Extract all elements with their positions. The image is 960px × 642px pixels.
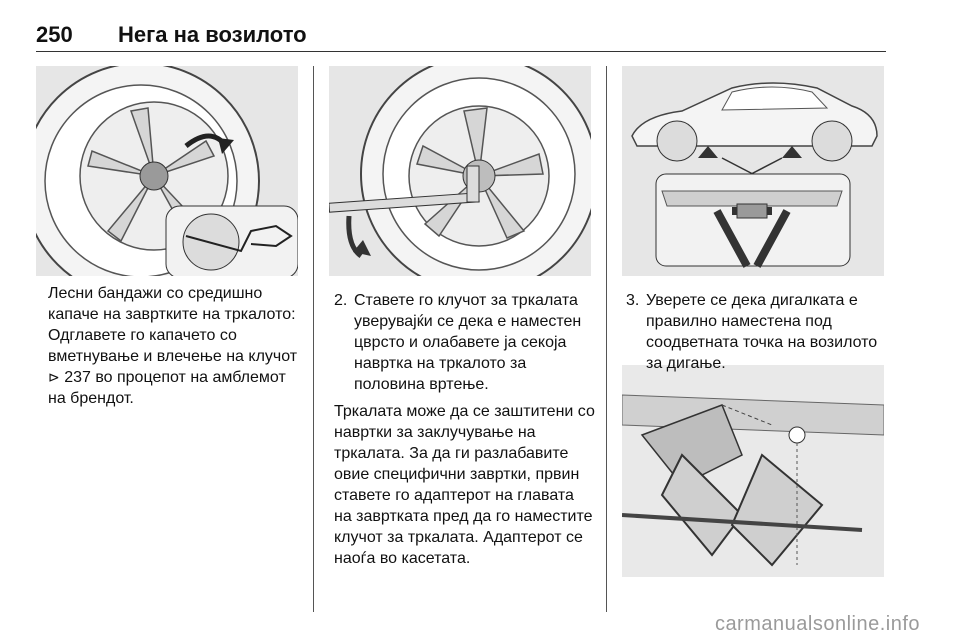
car-jack-points-figure (622, 66, 884, 276)
jack-placement-figure (622, 365, 884, 577)
locking-nut-note: Тркалата може да се заштитени со навртки… (334, 403, 595, 567)
step-3: 3. Уверете се дека дигалката е правилно … (626, 290, 888, 380)
car-icon (631, 82, 878, 268)
step-3-instructions: 3. Уверете се дека дигалката е правилно … (626, 290, 888, 380)
column-divider-2 (606, 66, 607, 612)
page-title: Нега на возилото (118, 22, 307, 47)
col1-text: Лесни бандажи со средишно капаче на завр… (48, 285, 298, 365)
step-2-instructions: 2. Ставете го клучот за тркалата уверува… (334, 290, 596, 575)
step-text: Ставете го клучот за тркалата уверувајќи… (354, 292, 582, 393)
step-number: 3. (626, 292, 640, 309)
wrench-icon (329, 66, 591, 276)
wheel-cap-instructions: Лесни бандажи со средишно капаче на завр… (48, 283, 298, 415)
arrow-ref-icon: ⊳ (48, 369, 60, 385)
column-divider-1 (313, 66, 314, 612)
watermark: carmanualsonline.info (714, 613, 920, 635)
jack-icon (622, 365, 884, 577)
page-header: 250 Нега на возилото (36, 22, 886, 52)
page-number: 250 (36, 22, 73, 47)
step-2: 2. Ставете го клучот за тркалата уверува… (334, 290, 596, 401)
col1-ref-text: 237 во процепот на амблемот на брендот. (48, 369, 286, 407)
wheel-cap-removal-figure (36, 66, 298, 276)
step-number: 2. (334, 292, 348, 309)
step-text: Уверете се дека дигалката е правилно нам… (646, 292, 878, 372)
wheel-wrench-figure (329, 66, 591, 276)
header-divider (36, 51, 886, 52)
wheel-icon (36, 66, 298, 276)
col1-paragraph: Лесни бандажи со средишно капаче на завр… (48, 283, 298, 409)
